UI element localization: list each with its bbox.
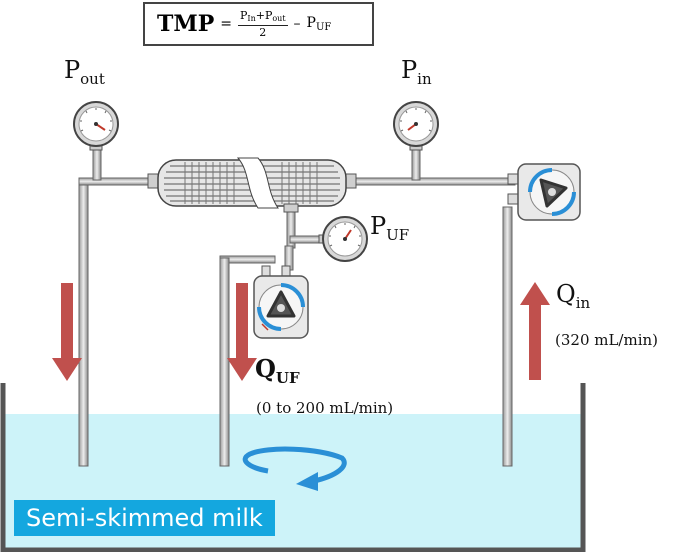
swirl-arrow-icon — [242, 446, 347, 491]
label-p-out-main: P — [64, 56, 81, 84]
formula-fraction: PIn+Pout 2 — [238, 9, 288, 39]
feed-pipe-vertical — [502, 206, 513, 467]
label-p-in: Pin — [401, 56, 432, 88]
formula-lhs: TMP — [157, 11, 215, 37]
fraction-denominator: 2 — [259, 26, 267, 39]
tail-main: P — [306, 15, 316, 31]
label-q-in-sub: in — [575, 294, 591, 312]
label-q-in: Qin — [556, 280, 590, 312]
return-pipe-horizontal — [78, 177, 160, 186]
num-plus: + — [255, 9, 265, 22]
formula-equals: = — [220, 16, 233, 32]
fraction-numerator: PIn+Pout — [238, 9, 288, 26]
return-pipe-vertical — [78, 179, 89, 467]
label-q-in-main: Q — [556, 280, 576, 308]
pout-gauge-stem — [92, 145, 102, 181]
flow-arrow-icon — [227, 283, 257, 381]
label-p-out: Pout — [64, 56, 105, 88]
label-q-uf-sub: UF — [275, 369, 300, 387]
num-b-sub: out — [272, 14, 286, 23]
tank-wall — [0, 383, 586, 553]
pressure-gauge-icon — [318, 216, 368, 262]
formula-minus: – — [293, 16, 301, 32]
flow-arrow-icon — [520, 282, 550, 380]
label-p-uf-sub: UF — [386, 226, 410, 244]
peristaltic-pump-icon — [507, 163, 581, 221]
pin-gauge-stem — [411, 145, 421, 181]
label-q-in-rate: (320 mL/min) — [555, 331, 659, 349]
peristaltic-pump-icon — [253, 265, 309, 339]
label-p-in-main: P — [401, 56, 418, 84]
label-p-uf-main: P — [370, 212, 387, 240]
label-p-uf: PUF — [370, 212, 409, 244]
formula-tail: PUF — [307, 15, 332, 33]
label-q-uf: QUF — [255, 354, 300, 387]
label-q-uf-main: Q — [255, 354, 276, 383]
num-a-sub: In — [247, 14, 256, 23]
num-a: P — [240, 9, 248, 22]
pressure-gauge-icon — [393, 101, 439, 151]
flow-arrow-icon — [52, 283, 82, 381]
label-q-uf-rate: (0 to 200 mL/min) — [256, 399, 394, 417]
num-b: P — [264, 9, 273, 22]
pressure-gauge-icon — [73, 101, 119, 151]
feed-pipe-horizontal — [354, 177, 516, 186]
tmp-formula: TMP = PIn+Pout 2 – PUF — [143, 2, 374, 46]
membrane-module-icon — [147, 157, 357, 213]
permeate-pipe-vertical — [219, 257, 230, 467]
tank-label: Semi-skimmed milk — [14, 500, 275, 536]
tail-sub: UF — [315, 22, 332, 33]
label-p-in-sub: in — [417, 70, 432, 88]
label-p-out-sub: out — [80, 70, 105, 88]
